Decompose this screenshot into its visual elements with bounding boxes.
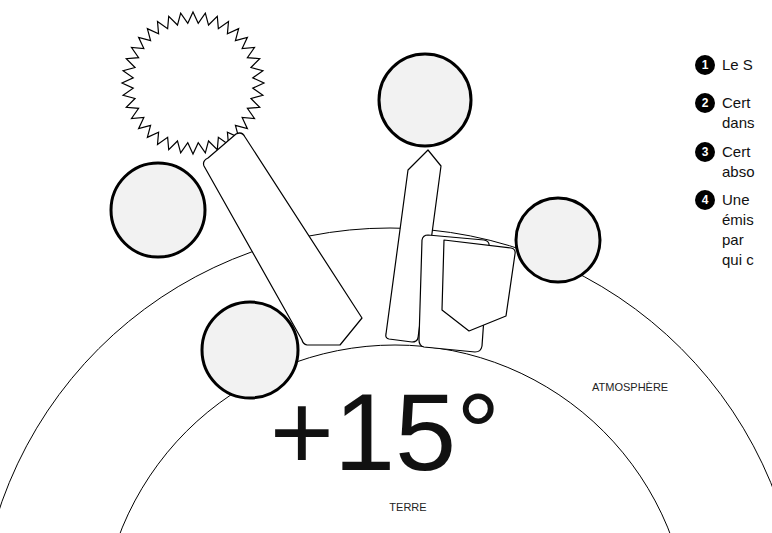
callout-disc (695, 190, 715, 210)
atmosphere-label: ATMOSPHÈRE (592, 381, 668, 393)
legend-text: Cert abso (722, 142, 766, 182)
callout-disc (695, 93, 715, 113)
sun-symbol (122, 12, 264, 154)
legend-text: Le S (722, 55, 766, 75)
callout-number: 4 (695, 190, 715, 210)
temperature-label: +15° (270, 377, 501, 487)
callout-number: 1 (695, 55, 715, 75)
legend-text: Une émis par qui c (722, 190, 766, 270)
callout-number: 2 (695, 93, 715, 113)
earth-arc (100, 345, 690, 533)
callout-disc (695, 142, 715, 162)
atmosphere-arc (0, 228, 772, 533)
empty-answer-circle (516, 198, 600, 282)
legend-text: Cert dans (722, 93, 766, 133)
callout-number: 3 (695, 142, 715, 162)
earth-label: TERRE (389, 501, 426, 513)
callout-disc (695, 55, 715, 75)
returned-ray-arrow (442, 240, 515, 331)
empty-answer-circle (111, 163, 205, 257)
empty-answer-circle (379, 54, 471, 146)
